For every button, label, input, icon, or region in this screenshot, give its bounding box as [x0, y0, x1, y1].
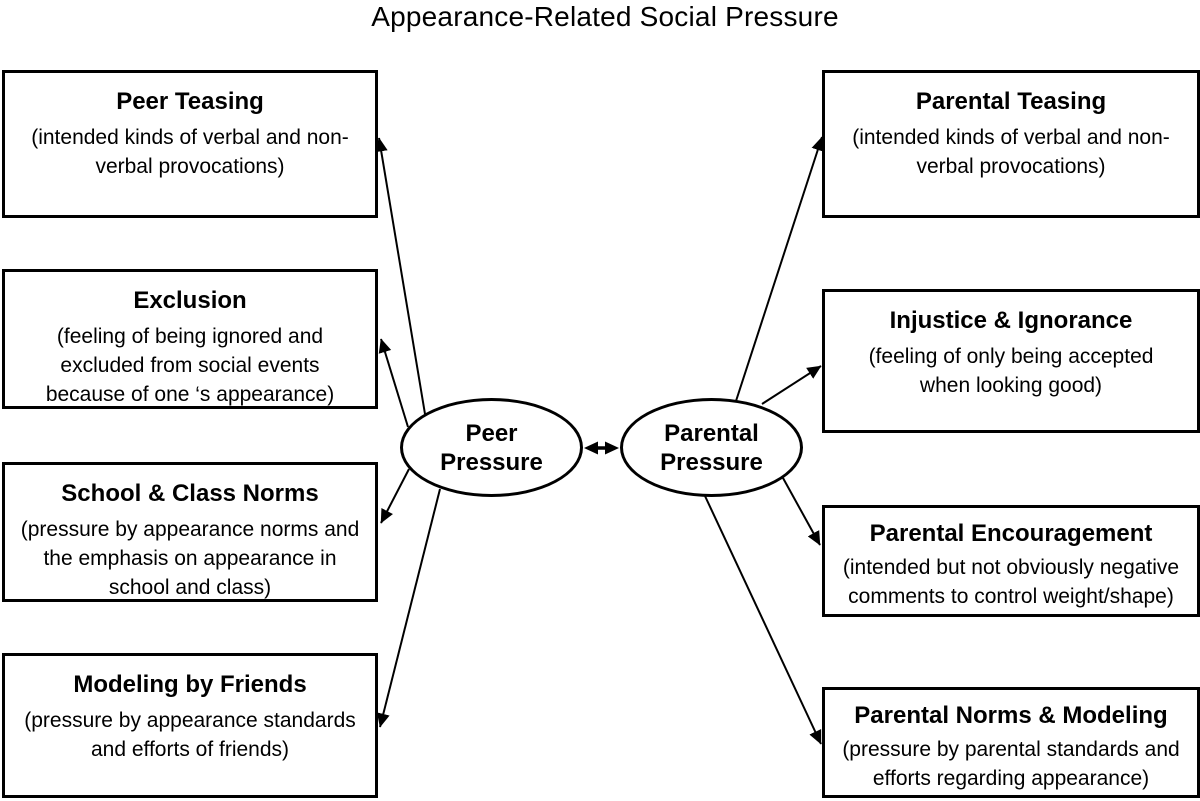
node-box-parental-teasing: Parental Teasing (intended kinds of verb… — [822, 70, 1200, 218]
node-description: (pressure by parental standards and effo… — [842, 738, 1180, 790]
node-heading: Parental Teasing — [915, 88, 1107, 115]
node-heading: Peer Teasing — [116, 88, 264, 115]
node-box-exclusion: Exclusion (feeling of being ignored and … — [2, 269, 378, 409]
node-description: (pressure by appearance norms and the em… — [20, 518, 360, 599]
node-heading: Modeling by Friends — [73, 671, 307, 698]
node-box-school-class-norms: School & Class Norms (pressure by appear… — [2, 462, 378, 602]
node-heading: Exclusion — [133, 287, 247, 314]
node-description: (intended kinds of verbal and non- verba… — [31, 126, 349, 178]
ellipse-label: Parental Pressure — [660, 419, 763, 476]
arrow-peer-to-modeling-by-friends — [376, 488, 441, 728]
node-box-parental-norms-modeling: Parental Norms & Modeling (pressure by p… — [822, 687, 1200, 798]
node-description: (feeling of only being accepted when loo… — [868, 345, 1154, 397]
ellipse-label: Peer Pressure — [440, 419, 543, 476]
arrow-parental-to-parental-teasing — [735, 136, 824, 402]
node-heading: Injustice & Ignorance — [889, 307, 1133, 334]
double-arrow-peer-parental — [584, 441, 619, 455]
node-description: (feeling of being ignored and excluded f… — [45, 325, 335, 406]
arrow-peer-to-exclusion — [378, 338, 409, 428]
node-heading: Parental Norms & Modeling — [854, 702, 1168, 729]
arrow-peer-to-peer-teasing — [374, 137, 426, 415]
node-box-peer-teasing: Peer Teasing (intended kinds of verbal a… — [2, 70, 378, 218]
node-ellipse-parental-pressure: Parental Pressure — [620, 398, 803, 497]
node-box-parental-encouragement: Parental Encouragement (intended but not… — [822, 505, 1200, 617]
arrow-parental-to-injustice-ignorance — [761, 365, 822, 405]
node-description: (intended kinds of verbal and non- verba… — [852, 126, 1170, 178]
arrow-parental-to-parental-norms-modeling — [704, 495, 822, 745]
diagram-title: Appearance-Related Social Pressure — [371, 1, 839, 32]
node-box-injustice-ignorance: Injustice & Ignorance (feeling of only b… — [822, 289, 1200, 433]
arrow-parental-to-parental-norms — [782, 477, 821, 546]
node-ellipse-peer-pressure: Peer Pressure — [400, 398, 583, 497]
node-heading: School & Class Norms — [61, 480, 319, 507]
arrow-peer-to-school-class-norms — [380, 468, 410, 524]
node-description: (intended but not obviously negative com… — [842, 556, 1180, 608]
node-heading: Parental Encouragement — [869, 520, 1153, 547]
node-description: (pressure by appearance standards and ef… — [24, 709, 356, 761]
node-box-modeling-by-friends: Modeling by Friends (pressure by appeara… — [2, 653, 378, 798]
